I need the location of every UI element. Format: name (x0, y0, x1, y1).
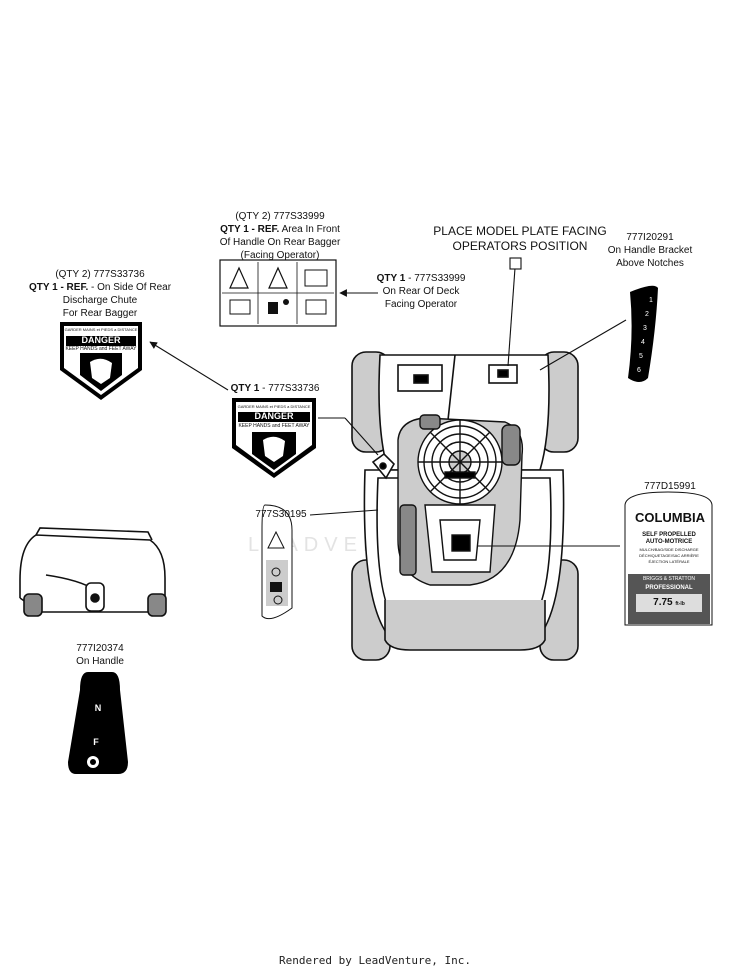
columbia-line4: DÉCHIQUETAGE/SAC ARRIÈRE (639, 553, 699, 558)
speed-number: 5 (639, 353, 643, 360)
danger-chute-title: DANGER (254, 411, 294, 421)
callout-777S30195: 777S30195 (255, 509, 307, 520)
speed-number: 2 (645, 311, 649, 318)
columbia-decal (624, 491, 713, 626)
callout-777S33736-chute: (QTY 2) 777S33736 QTY 1 - REF. - On Side… (28, 269, 172, 319)
columbia-line3: MULCH/BAG/SIDE DISCHARGE (639, 547, 699, 552)
columbia-torque: 7.75 ft-lb (653, 597, 685, 608)
speed-number: 3 (643, 325, 647, 332)
callout-777S33736: QTY 1 - 777S33736 (230, 383, 320, 394)
danger-rear-title: DANGER (81, 335, 121, 345)
columbia-line2: AUTO-MOTRICE (645, 539, 693, 545)
choke-n: N (94, 703, 102, 713)
callout-777S33999-bagger: (QTY 2) 777S33999 QTY 1 - REF. Area In F… (219, 211, 341, 261)
danger-decal-chute (232, 398, 316, 478)
columbia-brand: COLUMBIA (634, 510, 706, 525)
warning-pictogram-decal (219, 259, 337, 327)
handle-assembly (19, 527, 167, 617)
choke-decal (68, 672, 128, 774)
danger-decal-rear (60, 322, 142, 400)
danger-chute-header: GARDER MAINS et PIEDS a DISTANCE (237, 404, 311, 409)
speed-scale-decal (628, 285, 658, 382)
strip-decal-777S30195 (261, 504, 293, 620)
callout-777I20374: 777I20374 On Handle (76, 643, 124, 667)
callout-model-plate: PLACE MODEL PLATE FACING OPERATORS POSIT… (433, 224, 607, 253)
speed-number: 6 (637, 367, 641, 374)
danger-chute-text: KEEP HANDS and FEET AWAY (238, 423, 310, 429)
columbia-engine-brand: BRIGGS & STRATTON (642, 576, 696, 582)
choke-f: F (93, 737, 99, 747)
footer-credit: Rendered by LeadVenture, Inc. (278, 954, 472, 967)
columbia-engine-line: PROFESSIONAL (645, 585, 693, 591)
danger-rear-header: GARDER MAINS et PIEDS a DISTANCE (64, 327, 138, 332)
callout-777I20291: 777I20291 On Handle Bracket Above Notche… (607, 232, 693, 269)
danger-rear-text: KEEP HANDS and FEET AWAY (65, 346, 137, 352)
engine (397, 414, 524, 586)
callout-777S33999-deck: QTY 1 - 777S33999 On Rear Of Deck Facing… (376, 273, 466, 310)
leader-lines (149, 257, 627, 547)
speed-number: 1 (649, 297, 653, 304)
callout-777D15991: 777D15991 (644, 481, 696, 492)
speed-number: 4 (641, 339, 645, 346)
columbia-line5: ÉJECTION LATÉRALE (648, 559, 690, 564)
columbia-line1: SELF PROPELLED (642, 532, 696, 538)
